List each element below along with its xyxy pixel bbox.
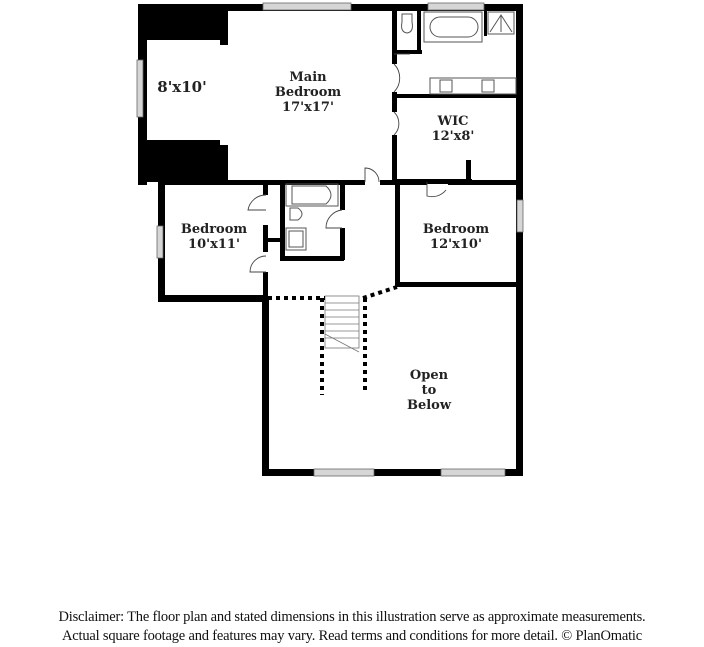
floor-plan-drawing [136,2,524,477]
wic-dimensions: 12'x8' [431,129,475,144]
window-nook-left [136,59,144,118]
bedroom-right-dimensions: 12'x10' [430,237,482,252]
label-wic: WIC 12'x8' [418,114,488,144]
bath-fixtures [285,11,517,251]
bedroom-left-name: Bedroom [180,222,248,237]
open-below-line2: to [421,383,437,398]
wic-name: WIC [437,114,469,129]
door-swings [247,53,447,273]
main-bedroom-dimensions: 17'x17' [282,100,334,115]
sitting-dimensions: 8'x10' [157,78,207,96]
open-below-line1: Open [409,368,449,383]
label-main-bedroom: Main Bedroom 17'x17' [268,70,348,115]
label-bedroom-right: Bedroom 12'x10' [414,222,498,252]
open-below-line3: Below [406,398,452,413]
bedroom-right-name: Bedroom [422,222,490,237]
window-bottom-1 [313,468,375,477]
window-main-top [262,2,352,11]
staircase [268,285,398,395]
label-bedroom-left: Bedroom 10'x11' [172,222,256,252]
disclaimer-line-1: Disclaimer: The floor plan and stated di… [58,609,646,625]
window-bedroom-right [516,199,524,233]
window-bath-top [427,2,485,11]
dashed-railing [268,285,398,395]
disclaimer-line-2: Actual square footage and features may v… [62,628,642,644]
label-sitting-nook: 8'x10' [150,80,214,95]
window-bedroom-left [156,225,164,259]
window-bottom-2 [440,468,506,477]
label-open-to-below: Open to Below [394,368,464,413]
main-bedroom-name-1: Main [289,70,327,85]
interior-walls [263,11,523,302]
main-bedroom-name-2: Bedroom [274,85,342,100]
bedroom-left-dimensions: 10'x11' [188,237,240,252]
windows [136,2,524,477]
disclaimer: Disclaimer: The floor plan and stated di… [0,608,704,646]
